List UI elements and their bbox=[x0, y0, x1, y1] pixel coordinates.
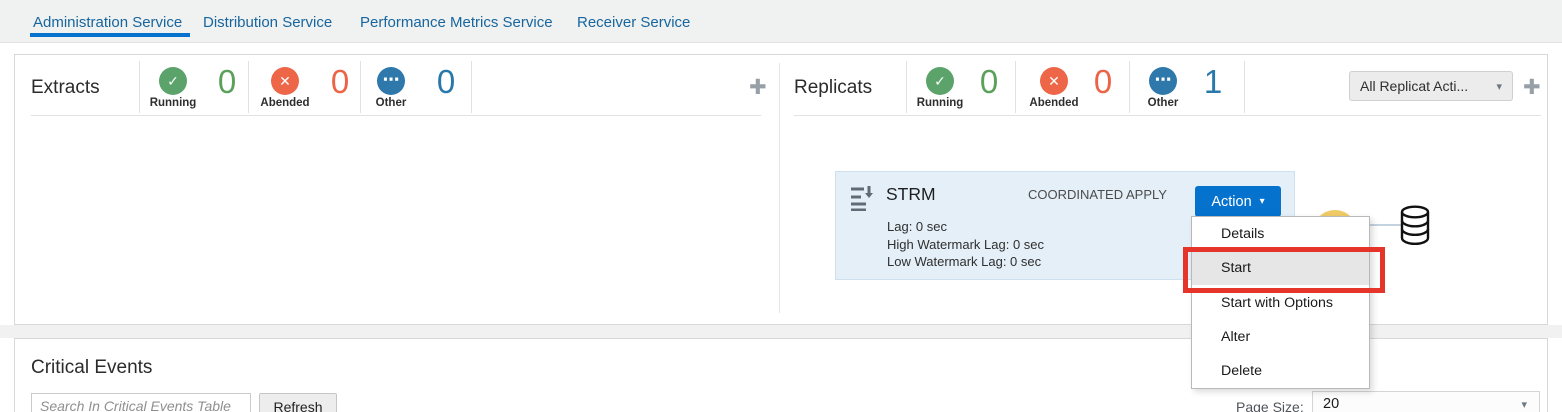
divider bbox=[139, 61, 140, 113]
tab-receiver-service[interactable]: Receiver Service bbox=[577, 14, 691, 31]
action-button[interactable]: Action ▾ bbox=[1195, 186, 1281, 217]
menu-item-details[interactable]: Details bbox=[1221, 226, 1265, 243]
extracts-title: Extracts bbox=[31, 77, 100, 98]
low-watermark-lag-value: Low Watermark Lag: 0 sec bbox=[887, 254, 1042, 269]
replicat-actions-select[interactable]: All Replicat Acti... ▾ bbox=[1349, 71, 1513, 101]
critical-events-title: Critical Events bbox=[31, 357, 153, 378]
ellipsis-icon: ⋯ bbox=[382, 70, 400, 89]
service-tabbar: Administration Service Distribution Serv… bbox=[0, 0, 1562, 43]
check-icon: ✓ bbox=[167, 73, 179, 89]
panel-gap bbox=[0, 325, 1562, 338]
divider bbox=[1129, 61, 1130, 113]
extracts-other-count: 0 bbox=[436, 63, 456, 100]
page-size-select[interactable]: 20 ▾ bbox=[1312, 391, 1540, 412]
abended-status-label: Abended bbox=[260, 97, 310, 109]
tab-performance-metrics-service[interactable]: Performance Metrics Service bbox=[360, 14, 553, 31]
divider bbox=[1015, 61, 1016, 113]
action-button-label: Action bbox=[1211, 193, 1252, 210]
other-status-label: Other bbox=[375, 97, 407, 109]
extracts-header-rule bbox=[31, 115, 761, 116]
menu-item-alter[interactable]: Alter bbox=[1221, 328, 1251, 345]
menu-item-start[interactable]: Start bbox=[1192, 251, 1369, 286]
other-status-label: Other bbox=[1147, 97, 1179, 109]
database-icon[interactable] bbox=[1399, 205, 1431, 251]
replicat-icon bbox=[850, 186, 876, 216]
x-icon: ✕ bbox=[279, 73, 291, 89]
replicat-mode-label: COORDINATED APPLY bbox=[1028, 187, 1167, 202]
divider bbox=[360, 61, 361, 113]
add-icon: ✚ bbox=[749, 76, 767, 99]
extracts-running-count: 0 bbox=[217, 63, 237, 100]
running-status-icon: ✓ bbox=[159, 67, 187, 95]
replicats-header-rule bbox=[794, 115, 1541, 116]
extracts-abended-count: 0 bbox=[330, 63, 350, 100]
lag-value: Lag: 0 sec bbox=[887, 219, 947, 234]
replicats-other-count: 1 bbox=[1203, 63, 1223, 100]
abended-status-label: Abended bbox=[1029, 97, 1079, 109]
add-icon: ✚ bbox=[1523, 76, 1541, 99]
abended-status-icon: ✕ bbox=[1040, 67, 1068, 95]
abended-status-icon: ✕ bbox=[271, 67, 299, 95]
running-status-icon: ✓ bbox=[926, 67, 954, 95]
x-icon: ✕ bbox=[1048, 73, 1060, 89]
menu-item-delete[interactable]: Delete bbox=[1221, 362, 1263, 379]
page-size-value: 20 bbox=[1323, 396, 1340, 412]
critical-events-search-input[interactable] bbox=[31, 393, 251, 412]
panel-column-divider bbox=[779, 63, 780, 313]
caret-down-icon: ▾ bbox=[1521, 398, 1527, 411]
check-icon: ✓ bbox=[934, 73, 946, 89]
add-replicat-button[interactable]: ✚ bbox=[1523, 77, 1541, 98]
caret-down-icon: ▾ bbox=[1259, 196, 1265, 207]
menu-item-start-with-options[interactable]: Start with Options bbox=[1221, 294, 1333, 311]
replicat-name: STRM bbox=[886, 184, 936, 204]
replicats-running-count: 0 bbox=[979, 63, 999, 100]
divider bbox=[248, 61, 249, 113]
tab-distribution-service[interactable]: Distribution Service bbox=[203, 14, 333, 31]
active-tab-underline bbox=[30, 33, 190, 37]
running-status-label: Running bbox=[149, 97, 197, 109]
tab-administration-service[interactable]: Administration Service bbox=[33, 14, 183, 31]
page-size-label: Page Size: bbox=[1236, 399, 1304, 412]
caret-down-icon: ▾ bbox=[1496, 80, 1502, 93]
refresh-button[interactable]: Refresh bbox=[259, 393, 337, 412]
other-status-icon: ⋯ bbox=[377, 67, 405, 95]
add-extract-button[interactable]: ✚ bbox=[749, 77, 767, 98]
divider bbox=[906, 61, 907, 113]
lag-metrics: Lag: 0 sec High Watermark Lag: 0 sec Low… bbox=[887, 218, 1044, 271]
monitor-panel: Extracts ✓ Running 0 ✕ Abended 0 ⋯ Other… bbox=[14, 54, 1548, 325]
divider bbox=[471, 61, 472, 113]
replicats-abended-count: 0 bbox=[1093, 63, 1113, 100]
divider bbox=[1244, 61, 1245, 113]
high-watermark-lag-value: High Watermark Lag: 0 sec bbox=[887, 236, 1045, 252]
action-dropdown-menu: Details Start Start with Options Alter D… bbox=[1191, 216, 1370, 389]
running-status-label: Running bbox=[916, 97, 964, 109]
ellipsis-icon: ⋯ bbox=[1154, 70, 1172, 89]
replicats-title: Replicats bbox=[794, 77, 873, 98]
other-status-icon: ⋯ bbox=[1149, 67, 1177, 95]
replicat-actions-select-value: All Replicat Acti... bbox=[1360, 78, 1469, 94]
